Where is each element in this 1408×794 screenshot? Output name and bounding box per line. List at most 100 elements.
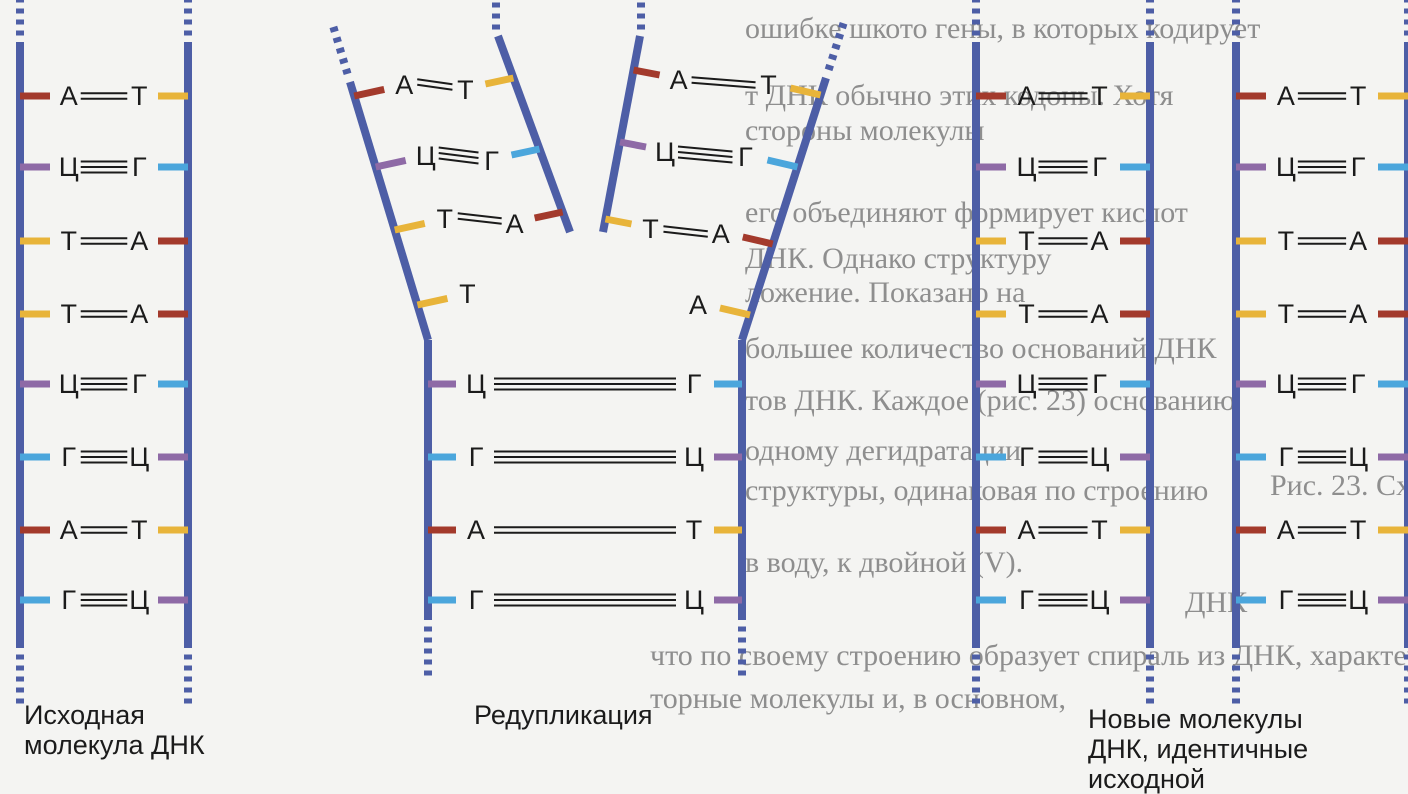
backbone-dash	[1232, 665, 1240, 671]
hydrogen-bond	[457, 212, 502, 225]
hydrogen-bond	[80, 160, 128, 174]
backbone-dash	[184, 654, 192, 660]
backbone-dash	[329, 25, 339, 33]
caption-original-molecule: Исходная молекула ДНК	[24, 700, 205, 760]
hydrogen-bond	[677, 145, 733, 164]
hydrogen-bond	[80, 526, 128, 534]
backbone-dash	[1404, 665, 1408, 671]
fork-parent-left-strand	[346, 80, 432, 342]
backbone-dash	[16, 0, 24, 3]
hydrogen-bond	[1297, 450, 1347, 464]
caption-line: ДНК, идентичные	[1088, 734, 1309, 764]
backbone-dash	[637, 2, 645, 8]
backbone-end-left-top	[16, 0, 24, 36]
backbone-dash	[16, 698, 24, 704]
backbone-end-left-bottom	[972, 654, 980, 704]
caption-line: молекула ДНК	[24, 730, 205, 760]
backbone-end-right-top	[1404, 0, 1408, 36]
backbone-end-right-bottom	[184, 654, 192, 704]
bond-line	[691, 76, 756, 84]
background-text-line: большее количество оснований ДНК	[745, 332, 1217, 365]
backbone-dash	[834, 32, 845, 40]
base-letter-left: Т	[1018, 226, 1035, 256]
bond-line	[663, 230, 708, 238]
base-letter-left: Т	[459, 279, 476, 309]
base-letter-right: Ц	[1348, 585, 1368, 615]
backbone-dash	[1146, 698, 1154, 704]
hydrogen-bond	[1297, 237, 1347, 245]
bond-line	[457, 217, 502, 225]
bond-line	[417, 78, 453, 86]
bond-line	[438, 146, 479, 154]
hydrogen-bond	[1297, 377, 1347, 391]
background-text-line: торные молекулы и, в основном,	[650, 682, 1066, 715]
base-letter-left: А	[1277, 515, 1295, 545]
backbone-dash	[972, 676, 980, 682]
fork-new-right-end	[637, 2, 645, 30]
backbone-dash	[424, 637, 432, 643]
base-stub-left	[619, 138, 647, 151]
backbone-dash	[342, 67, 352, 76]
backbone-dash	[738, 637, 746, 643]
base-stub-right	[510, 145, 541, 159]
caption-line: Новые молекулы	[1088, 704, 1303, 734]
backbone-dash	[637, 24, 645, 30]
backbone-dash	[972, 19, 980, 25]
base-letter-left: Ц	[466, 369, 486, 399]
backbone-dash	[972, 665, 980, 671]
base-letter-right: А	[130, 226, 148, 256]
hydrogen-bond	[1038, 237, 1088, 245]
caption-line: исходной	[1088, 764, 1205, 794]
bond-line	[417, 83, 453, 91]
base-letter-right: А	[1091, 299, 1109, 329]
hydrogen-bond	[438, 146, 479, 165]
base-letter-left: Ц	[59, 369, 79, 399]
backbone-dash	[184, 19, 192, 25]
backbone-dash	[184, 0, 192, 3]
backbone-dash	[1232, 30, 1240, 36]
base-letter-left: А	[670, 65, 688, 95]
base-letter-right: Г	[1351, 152, 1366, 182]
backbone-dash	[738, 659, 746, 665]
bond-line	[677, 145, 733, 153]
bond-line	[691, 81, 756, 89]
backbone-dash	[1146, 8, 1154, 14]
base-stub-left	[632, 66, 661, 79]
backbone-end-right-top	[1146, 0, 1154, 36]
fork-new-left-strand	[494, 34, 574, 234]
fork-end-right-bottom	[738, 626, 746, 676]
base-letter-right: Ц	[1348, 442, 1368, 472]
caption-replication: Редупликация	[474, 700, 653, 730]
hydrogen-bond	[1038, 310, 1088, 318]
backbone-dash	[1404, 19, 1408, 25]
base-letter-left: Г	[61, 442, 76, 472]
base-letter-left: Т	[60, 226, 77, 256]
backbone-dash	[492, 2, 500, 8]
backbone-end-left-top	[1232, 0, 1240, 36]
base-letter-left: Г	[469, 585, 484, 615]
backbone-dash	[1404, 654, 1408, 660]
backbone-dash	[1232, 0, 1240, 3]
hydrogen-bond	[80, 92, 128, 100]
backbone-dash	[1146, 665, 1154, 671]
backbone-dash	[335, 46, 346, 54]
base-letter-right: А	[1349, 299, 1367, 329]
base-letter-left: Ц	[655, 137, 675, 167]
fork-end-left-bottom	[424, 626, 432, 676]
backbone-dash	[838, 22, 848, 30]
backbone-dash	[824, 63, 834, 72]
background-text-line: ошибке шкото гены, в которых кодирует	[745, 12, 1260, 45]
backbone-dash	[1146, 19, 1154, 25]
backbone-dash	[492, 13, 500, 19]
base-letter-right: А	[1091, 226, 1109, 256]
backbone-dash	[738, 648, 746, 654]
backbone-dash	[184, 698, 192, 704]
base-letter-left: Т	[642, 214, 659, 244]
fork-new-right-strand	[599, 35, 644, 233]
background-text-line: стороны молекулы	[745, 114, 985, 147]
caption-line: Редупликация	[474, 700, 653, 730]
base-letter-left: А	[60, 515, 78, 545]
hydrogen-bond	[1038, 377, 1088, 391]
